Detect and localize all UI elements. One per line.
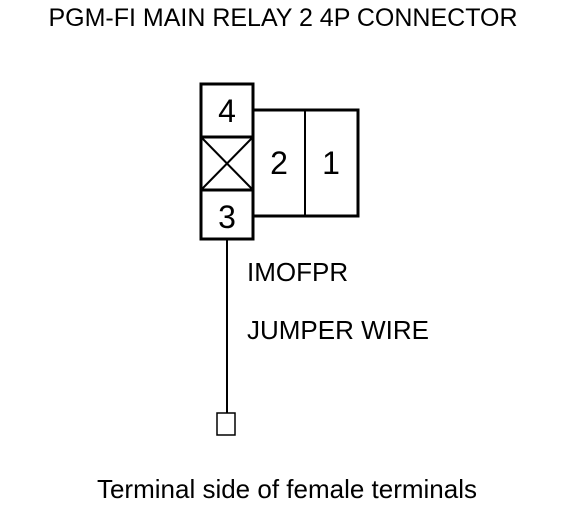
pin-4-label: 4 [218,93,236,129]
diagram-title: PGM-FI MAIN RELAY 2 4P CONNECTOR [48,4,517,32]
wire-label-jumper-wire: JUMPER WIRE [247,315,429,345]
wire-terminal-end [216,412,236,436]
wire-label-imofpr: IMOFPR [247,257,348,287]
empty-cavity-x-icon [200,136,254,191]
pin-3-label: 3 [218,199,236,235]
pin-2-label: 2 [270,145,288,181]
diagram-caption: Terminal side of female terminals [97,474,477,504]
pin-1-label: 1 [322,145,340,181]
connector-body-left [199,82,255,241]
